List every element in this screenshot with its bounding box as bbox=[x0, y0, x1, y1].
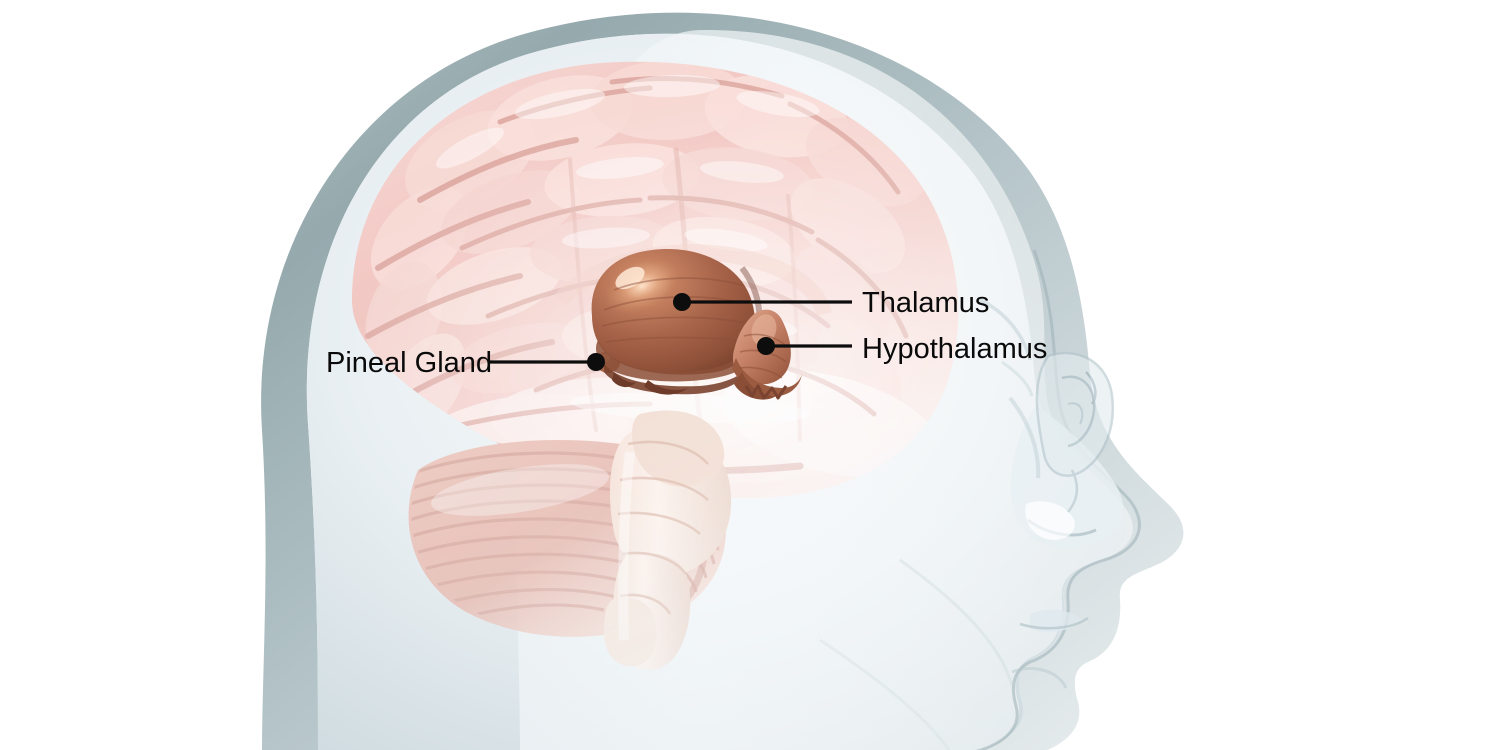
ear bbox=[1035, 351, 1114, 513]
callout-pineal-gland[interactable]: Pineal Gland bbox=[326, 347, 605, 379]
cerebellum-highlight bbox=[431, 464, 609, 516]
brainstem-contours bbox=[617, 440, 709, 615]
nose-wing bbox=[1025, 501, 1075, 540]
callout-thalamus[interactable]: Thalamus bbox=[673, 287, 989, 319]
leader-dot-pineal-gland bbox=[587, 353, 605, 371]
label-hypothalamus: Hypothalamus bbox=[862, 333, 1047, 365]
jaw-contour bbox=[899, 558, 1014, 687]
callout-labels: Thalamus Hypothalamus Pineal Gland bbox=[326, 287, 1047, 379]
chin-shadow bbox=[1011, 667, 1068, 689]
nose-bridge-shadow bbox=[1008, 396, 1041, 479]
midbrain bbox=[632, 410, 725, 487]
callout-hypothalamus[interactable]: Hypothalamus bbox=[757, 333, 1047, 365]
brainstem bbox=[604, 410, 732, 670]
highlighted-structures bbox=[591, 249, 802, 400]
label-thalamus: Thalamus bbox=[862, 287, 989, 319]
brainstem-highlight bbox=[618, 451, 635, 641]
eye-hollow bbox=[1001, 360, 1034, 397]
spinal-cord bbox=[604, 598, 657, 667]
neck-contour bbox=[819, 638, 951, 750]
label-pineal-gland: Pineal Gland bbox=[326, 347, 492, 379]
leader-dot-hypothalamus bbox=[757, 337, 775, 355]
leader-dot-thalamus bbox=[673, 293, 691, 311]
mouth-line bbox=[1019, 616, 1089, 630]
corpus-callosum bbox=[554, 244, 832, 317]
brow-ridge bbox=[979, 298, 1032, 361]
